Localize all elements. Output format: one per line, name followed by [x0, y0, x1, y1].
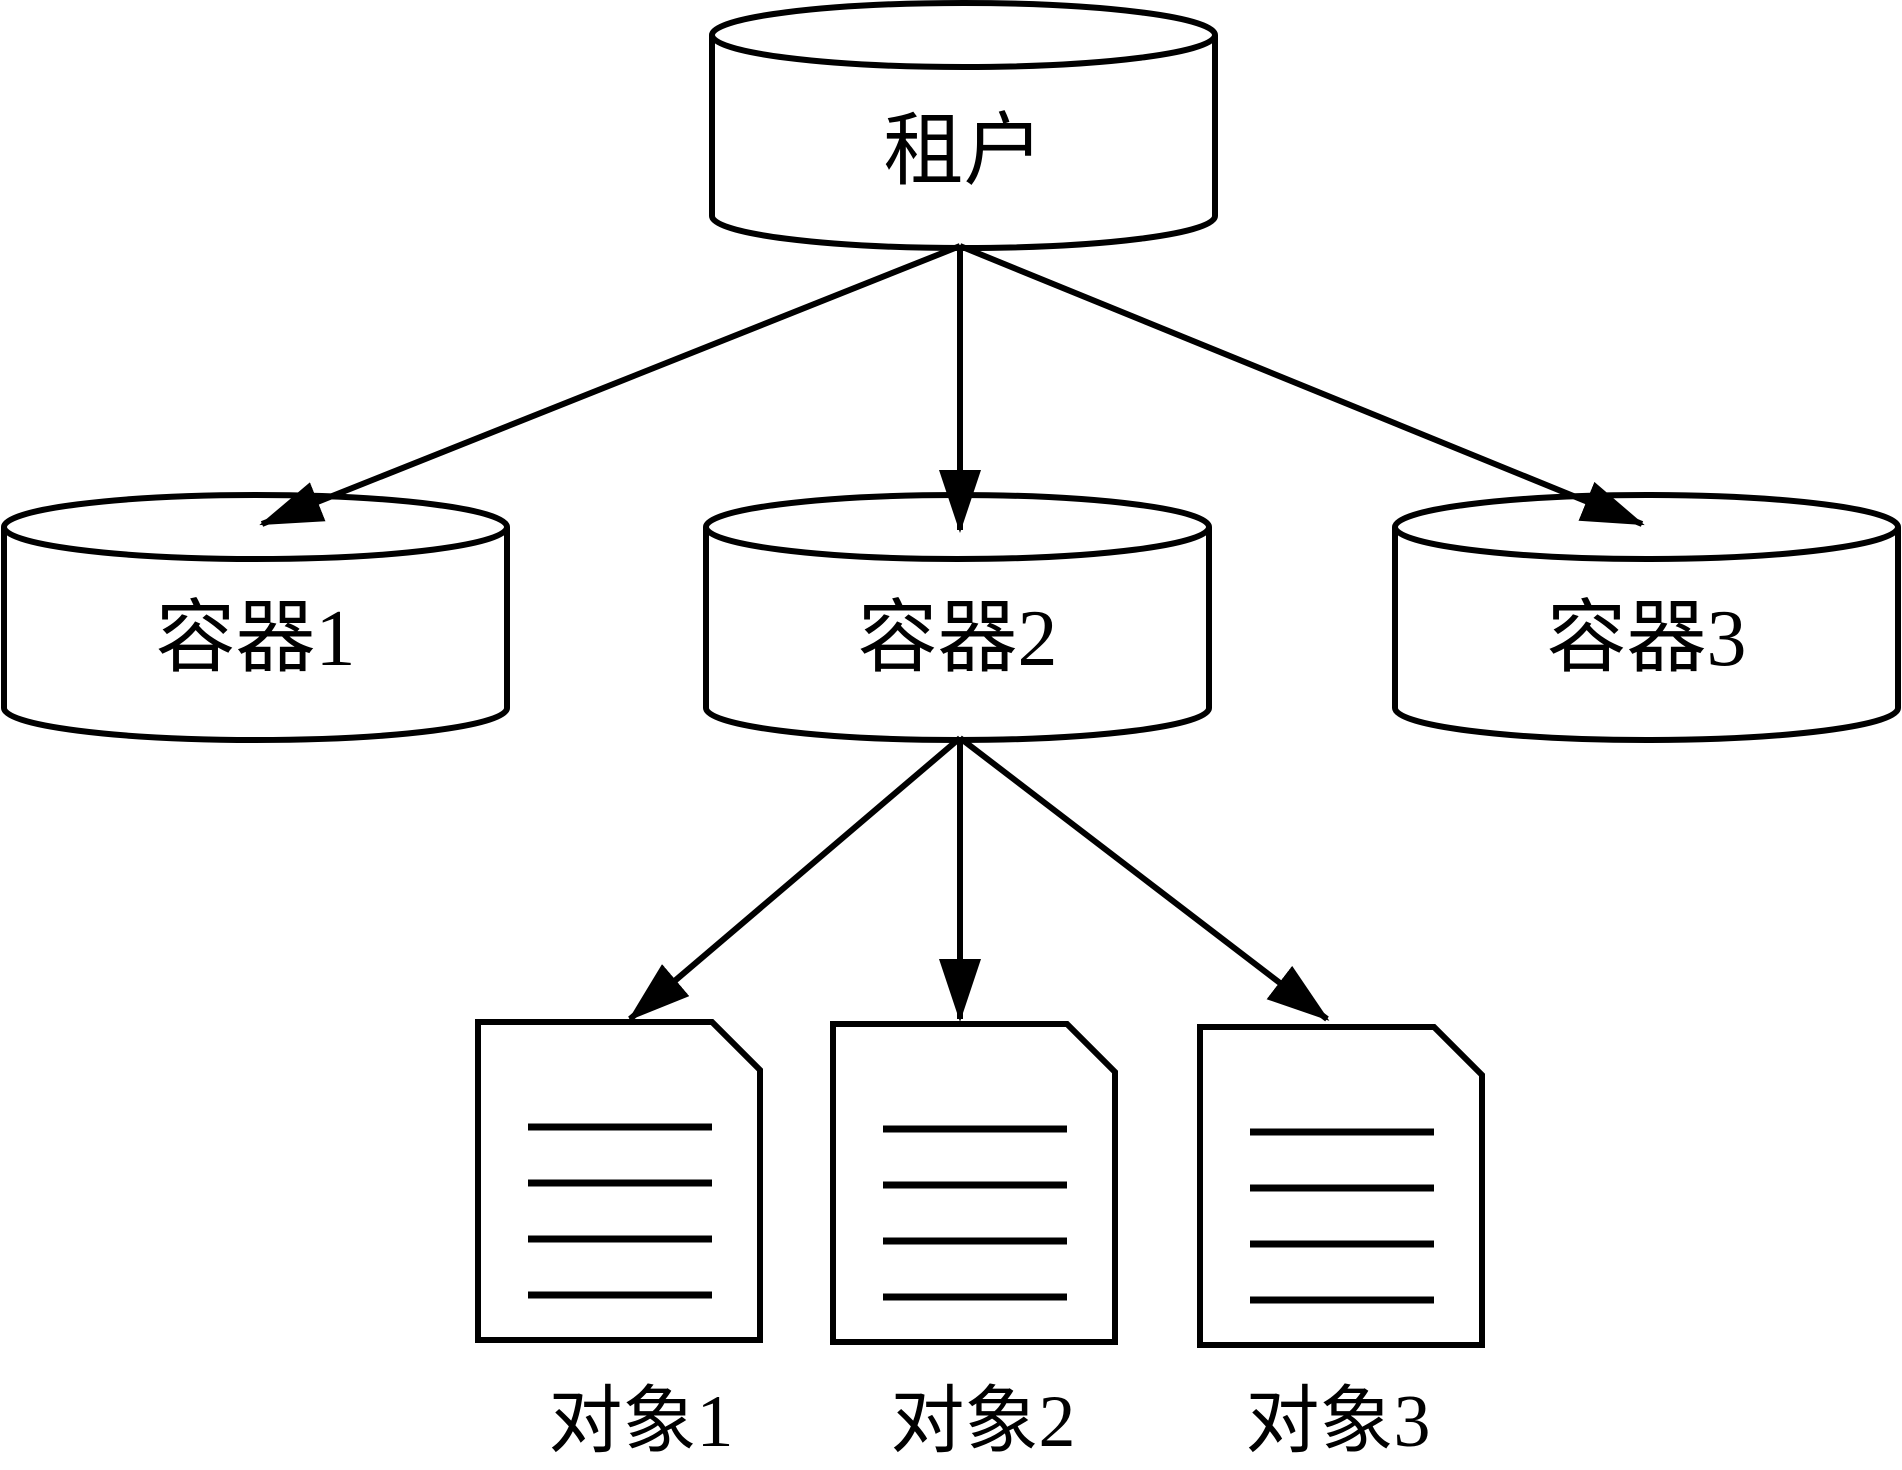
edge-container2-object3: [958, 735, 1330, 1022]
container3-label: 容器3: [1547, 595, 1747, 683]
node-container3: 容器3: [1392, 492, 1901, 743]
object1-label: 对象1: [549, 1381, 734, 1463]
edge-tenant-container3: [958, 243, 1645, 527]
object2-label: 对象2: [891, 1381, 1076, 1463]
edge-container2-object1: [627, 735, 962, 1022]
node-object1: 对象1: [475, 1019, 763, 1463]
cylinder-body: [1, 527, 510, 743]
cylinder-top: [709, 0, 1218, 70]
node-object2: 对象2: [830, 1021, 1118, 1463]
container1-label: 容器1: [156, 595, 356, 683]
cylinder-top: [1, 492, 510, 562]
node-tenant: 租户: [709, 0, 1218, 251]
tenant-label: 租户: [884, 108, 1044, 196]
object3-label: 对象3: [1246, 1381, 1431, 1463]
cylinder-top: [1392, 492, 1901, 562]
cylinder-body: [1392, 527, 1901, 743]
node-container1: 容器1: [1, 492, 510, 743]
container2-label: 容器2: [858, 595, 1058, 683]
edge-tenant-container1: [259, 243, 962, 527]
node-container2: 容器2: [703, 492, 1212, 743]
node-object3: 对象3: [1197, 1024, 1485, 1463]
